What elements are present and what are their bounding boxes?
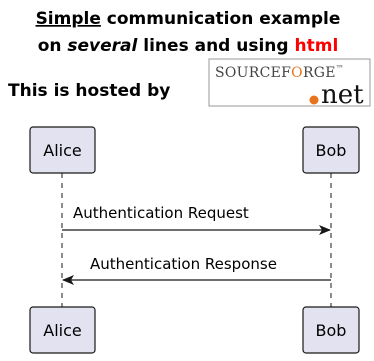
- logo-net-text: net: [321, 80, 364, 110]
- title-line-1: Simple communication example: [36, 9, 341, 29]
- message-request-label: Authentication Request: [73, 204, 249, 222]
- participant-bob-bottom-label: Bob: [316, 321, 347, 340]
- message-response-label: Authentication Response: [90, 255, 277, 273]
- sourceforge-logo: SOURCEFORGE™ net: [208, 58, 371, 110]
- participant-alice-bottom-label: Alice: [43, 321, 81, 340]
- title-line-2-middle: lines and using: [137, 36, 294, 56]
- participant-bob-top: Bob: [302, 126, 360, 174]
- participant-alice-top: Alice: [29, 126, 96, 174]
- participant-bob-label: Bob: [316, 141, 347, 160]
- participant-bob-bottom: Bob: [302, 306, 360, 354]
- message-authentication-response: Authentication Response: [62, 255, 331, 285]
- logo-trademark: ™: [336, 64, 344, 73]
- participant-alice-bottom: Alice: [29, 306, 96, 354]
- title-italic-word: several: [67, 36, 138, 56]
- title-line-3: This is hosted by: [8, 81, 170, 101]
- title-underlined-word: Simple: [36, 9, 101, 29]
- logo-top-text: SOURCEFORGE™: [215, 64, 344, 81]
- title-line-2-prefix: on: [38, 36, 68, 56]
- participant-alice-label: Alice: [43, 141, 81, 160]
- title-red-word: html: [295, 36, 339, 56]
- message-authentication-request: Authentication Request: [62, 204, 331, 235]
- logo-highlight-letter: O: [291, 65, 303, 81]
- logo-dot-icon: [309, 95, 319, 105]
- title-line-2: on several lines and using html: [38, 36, 339, 56]
- title-line-1-rest: communication example: [101, 9, 341, 29]
